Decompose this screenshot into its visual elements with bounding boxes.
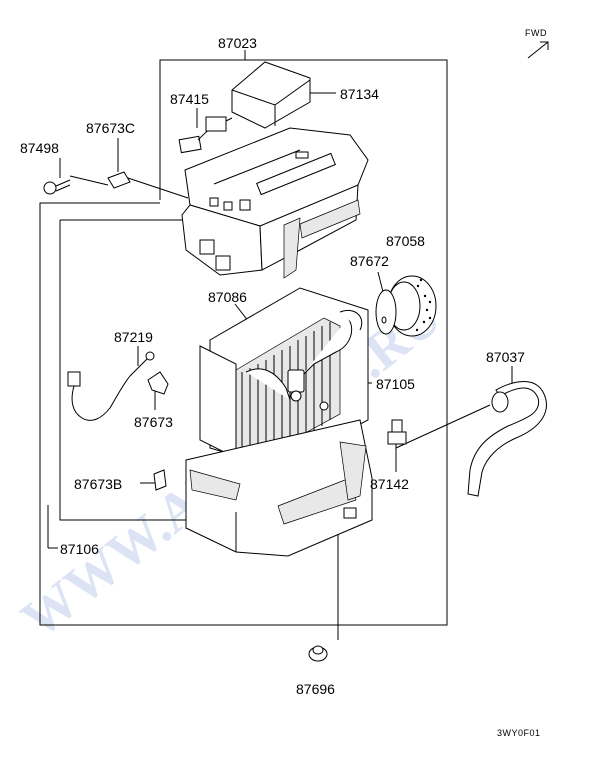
label-87673[interactable]: 87673: [134, 414, 173, 430]
reference-code: 3WY0F01: [497, 728, 541, 738]
leader-lines: [59, 50, 513, 640]
sensor-harness-87219[interactable]: [67, 351, 155, 421]
label-87672[interactable]: 87672: [350, 253, 389, 269]
core-fins: [241, 322, 331, 460]
connector-87415[interactable]: [178, 116, 233, 154]
grommet-87696[interactable]: [308, 645, 328, 662]
label-87086[interactable]: 87086: [208, 289, 247, 305]
upper-housing[interactable]: [181, 127, 369, 279]
label-87696[interactable]: 87696: [296, 681, 335, 697]
bolt-87498[interactable]: [43, 179, 71, 195]
gasket-87672[interactable]: [375, 289, 397, 335]
label-87142[interactable]: 87142: [370, 476, 409, 492]
label-87023[interactable]: 87023: [218, 35, 257, 51]
lower-case-87106[interactable]: [185, 419, 373, 557]
assembly-frame: [39, 59, 448, 626]
label-87219[interactable]: 87219: [114, 329, 153, 345]
fwd-label: FWD: [525, 28, 547, 38]
label-87673c[interactable]: 87673C: [86, 120, 135, 136]
clip-87673[interactable]: [147, 371, 169, 395]
label-87673b[interactable]: 87673B: [74, 476, 122, 492]
label-87105[interactable]: 87105: [376, 376, 415, 392]
label-87134[interactable]: 87134: [340, 86, 379, 102]
clip-87673c[interactable]: [107, 171, 131, 189]
ring-dots: [415, 278, 432, 332]
clip-87673b[interactable]: [153, 469, 167, 491]
expansion-valve-87086[interactable]: [245, 310, 363, 411]
part-labels: 87023 87134 87415 87673C 87498 87058 876…: [20, 35, 525, 697]
label-87058[interactable]: 87058: [386, 233, 425, 249]
valve-87142[interactable]: [387, 419, 407, 445]
control-module-87134[interactable]: [231, 61, 311, 129]
label-87415[interactable]: 87415: [170, 91, 209, 107]
label-87106[interactable]: 87106: [60, 541, 99, 557]
fwd-indicator: FWD: [525, 28, 549, 59]
label-87037[interactable]: 87037: [486, 349, 525, 365]
drain-hose-87037[interactable]: [467, 381, 547, 497]
label-87498[interactable]: 87498: [20, 140, 59, 156]
fwd-arrow-icon: [527, 41, 549, 59]
